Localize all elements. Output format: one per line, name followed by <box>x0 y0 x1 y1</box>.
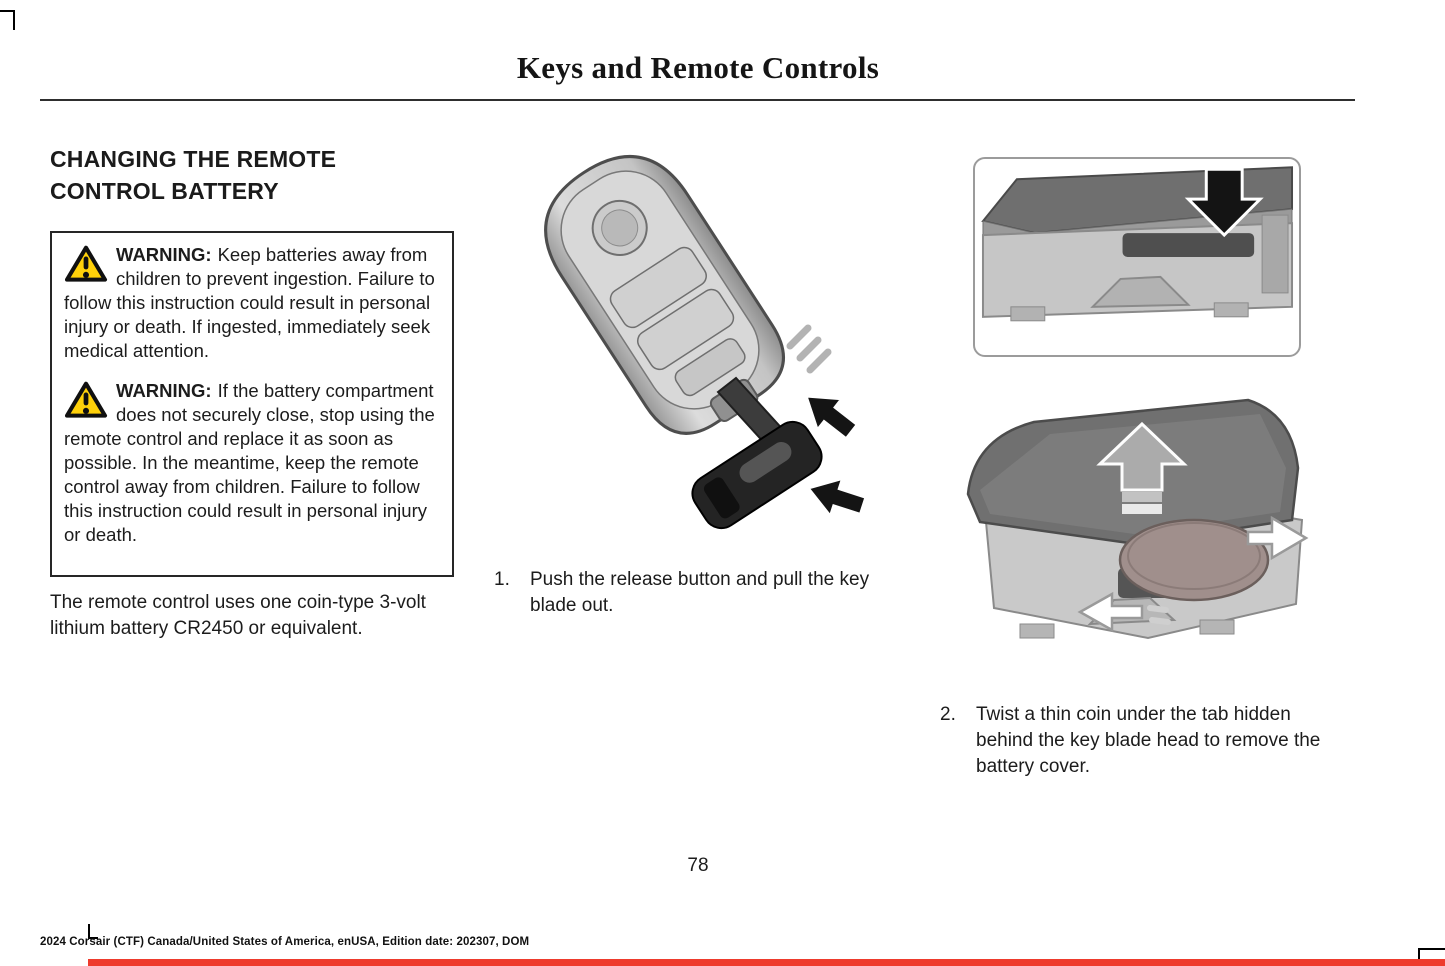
warning-label: WARNING: <box>116 244 212 265</box>
lift-cover-arrow-icon <box>1096 421 1188 514</box>
page-number: 78 <box>687 855 709 876</box>
battery-type-text: The remote control uses one coin-type 3-… <box>50 592 426 639</box>
key-blade-head <box>691 420 823 530</box>
step-2: 2. Twist a thin coin under the tab hidde… <box>940 702 1340 780</box>
step-text: Twist a thin coin under the tab hidden b… <box>976 704 1321 777</box>
warning-paragraph: WARNING:Keep batteries away from childre… <box>64 243 440 363</box>
battery-cover-removal-illustration <box>966 398 1309 640</box>
page-title: Keys and Remote Controls <box>516 50 880 85</box>
warning-text: If the battery compartment does not secu… <box>64 380 435 545</box>
battery-cover-closeup-illustration <box>981 166 1294 322</box>
header-divider <box>40 99 1355 101</box>
key-fob-illustration <box>544 155 868 530</box>
coin <box>1118 518 1270 602</box>
crop-mark-bottom-left-h <box>88 937 98 939</box>
warning-paragraph: WARNING:If the battery compartment does … <box>64 379 440 547</box>
edition-footer: 2024 Corsair (CTF) Canada/United States … <box>40 936 530 948</box>
warning-text: Keep batteries away from children to pre… <box>64 244 435 361</box>
warning-triangle-icon <box>64 245 108 282</box>
release-button-arrow-icon <box>803 394 860 441</box>
press-tab-arrow-icon <box>1184 167 1264 238</box>
footer-red-bar <box>88 959 1445 966</box>
motion-stripes <box>786 324 832 374</box>
crop-mark-bottom-left <box>88 924 90 939</box>
motion-stripes <box>1147 605 1171 625</box>
fob-body <box>544 155 785 435</box>
step-number: 1. <box>494 569 510 590</box>
battery-cover-closeup-frame <box>973 157 1301 357</box>
warning-box: WARNING:Keep batteries away from childre… <box>50 231 454 577</box>
step-number: 2. <box>940 704 956 725</box>
crop-mark-bottom-right <box>1418 948 1445 966</box>
step-1: 1. Push the release button and pull the … <box>494 567 914 619</box>
twist-arrow-right-icon <box>1246 515 1309 561</box>
crop-mark-top-left <box>0 10 15 30</box>
warning-triangle-icon <box>64 381 108 418</box>
section-heading: CHANGING THE REMOTE CONTROL BATTERY <box>50 146 337 204</box>
key-blade-arrow-icon <box>805 476 868 520</box>
twist-arrow-left-icon <box>1077 591 1144 633</box>
step-text: Push the release button and pull the key… <box>530 569 870 616</box>
warning-label: WARNING: <box>116 380 212 401</box>
